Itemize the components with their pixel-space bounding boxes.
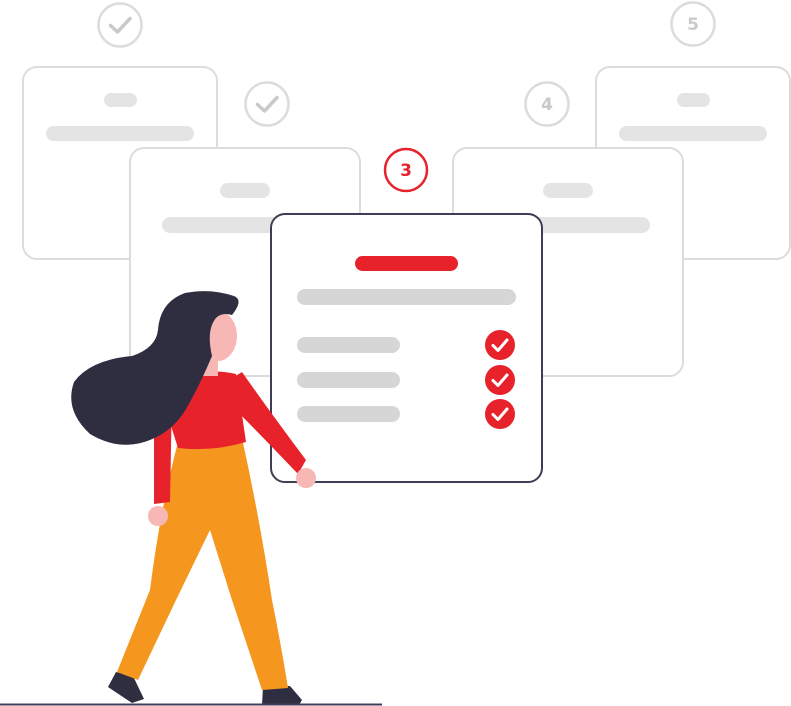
arm-right	[226, 372, 306, 474]
check-icon	[108, 16, 132, 34]
step-indicator-5: 5	[670, 1, 716, 47]
check-badge-icon	[485, 365, 515, 395]
check-badge-icon	[485, 399, 515, 429]
check-badge-icon	[485, 330, 515, 360]
checklist-item	[297, 365, 515, 395]
hand-right	[296, 468, 316, 488]
card-title-bar	[355, 256, 458, 271]
step-number-5: 5	[687, 15, 699, 35]
pants	[117, 438, 288, 690]
person-figure	[71, 291, 316, 705]
card-subtitle-bar	[297, 289, 516, 305]
step-indicator-3: 3	[383, 147, 429, 193]
step-number-3: 3	[400, 161, 412, 181]
check-icon	[255, 95, 279, 113]
checklist-item	[297, 399, 515, 429]
shoe-left	[108, 672, 144, 703]
checklist-item	[297, 330, 515, 360]
step-indicator-4: 4	[524, 81, 570, 127]
shoe-right	[262, 686, 302, 705]
hair	[71, 291, 239, 445]
step-card-3-active	[270, 213, 543, 483]
hand-left	[148, 506, 168, 526]
step-indicator-2	[244, 81, 290, 127]
step-number-4: 4	[541, 95, 553, 115]
step-indicator-1	[97, 2, 143, 48]
